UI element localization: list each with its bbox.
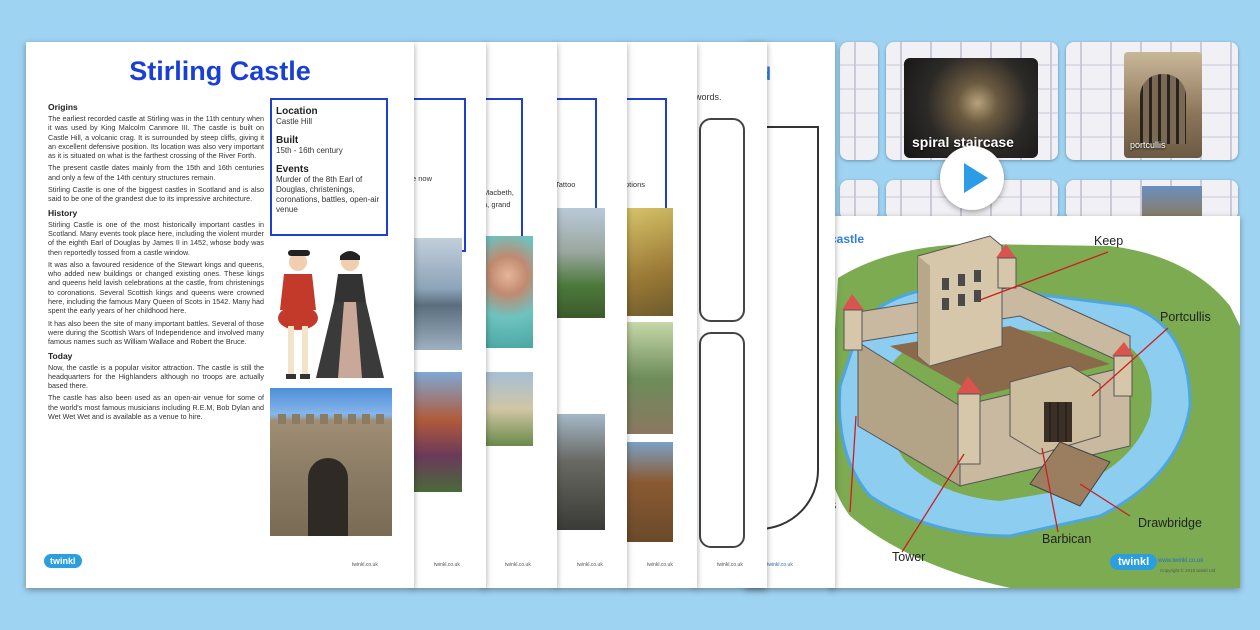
play-icon bbox=[964, 163, 988, 193]
photo-highland-cow bbox=[625, 442, 673, 542]
fact-sheet-1[interactable]: e now twinkl.co.uk bbox=[412, 42, 486, 588]
castle-gate-photo bbox=[270, 388, 392, 536]
thumbnail-castle-pattern-2[interactable] bbox=[840, 180, 878, 220]
origins-paragraph-2: The present castle dates mainly from the… bbox=[48, 163, 264, 182]
history-paragraph-3: It has also been the site of many import… bbox=[48, 318, 264, 347]
castle-diagram-sheet[interactable]: castle Keep Portcullis Draw bbox=[830, 216, 1240, 588]
sheet-footer-url-5: twinkl.co.uk bbox=[505, 562, 531, 568]
diagram-footer-url: www.twinkl.co.uk bbox=[1158, 558, 1204, 564]
photo-tree bbox=[625, 322, 673, 434]
sheet-footer-url-3: twinkl.co.uk bbox=[647, 562, 673, 568]
text-fragment-tattoo: Tattoo bbox=[555, 180, 576, 189]
sheet-footer-url: twinkl.co.uk bbox=[767, 562, 793, 568]
text-fragment-words: words. bbox=[695, 92, 722, 102]
main-text-column: Origins The earliest recorded castle at … bbox=[48, 98, 264, 424]
twinkl-logo-main: twinkl bbox=[44, 554, 82, 568]
heading-history: History bbox=[48, 207, 78, 218]
fact-sheet-4[interactable]: ptions twinkl.co.uk bbox=[625, 42, 697, 588]
today-paragraph-2: The castle has also been used as an open… bbox=[48, 393, 264, 422]
text-fragment-grand: h, grand bbox=[483, 200, 511, 209]
today-paragraph-1: Now, the castle is a popular visitor att… bbox=[48, 362, 264, 391]
stirling-castle-fact-sheet[interactable]: Stirling Castle Origins The earliest rec… bbox=[26, 42, 414, 588]
info-built-label: Built bbox=[276, 135, 299, 146]
photo-palace bbox=[483, 372, 533, 446]
origins-paragraph-3: Stirling Castle is one of the biggest ca… bbox=[48, 185, 264, 204]
heading-origins: Origins bbox=[48, 102, 78, 112]
photo-squirrel bbox=[625, 208, 673, 316]
photo-portrait bbox=[483, 236, 533, 348]
photo-loch bbox=[412, 238, 462, 350]
photo-castle-hill bbox=[555, 208, 605, 318]
fact-sheet-2[interactable]: Macbeth, h, grand twinkl.co.uk bbox=[483, 42, 557, 588]
label-drawbridge: Drawbridge bbox=[1138, 516, 1202, 530]
thumbnail-spiral-staircase[interactable]: spiral staircase bbox=[886, 42, 1058, 160]
info-box: Location Castle Hill Built 15th - 16th c… bbox=[270, 98, 388, 236]
sheet-footer-url-4: twinkl.co.uk bbox=[577, 562, 603, 568]
origins-paragraph-1: The earliest recorded castle at Stirling… bbox=[48, 114, 264, 161]
diagram-copyright: Copyright © 2010 twinkl Ltd bbox=[1160, 568, 1216, 573]
medieval-couple-illustration bbox=[278, 250, 384, 379]
thumbnail-label-portcullis: portcullis bbox=[1130, 140, 1166, 150]
sheet-footer-url-6: twinkl.co.uk bbox=[434, 562, 460, 568]
main-footer-url: twinkl.co.uk bbox=[352, 562, 378, 568]
twinkl-logo-diagram: twinkl bbox=[1110, 554, 1158, 570]
text-fragment-macbeth: Macbeth, bbox=[483, 188, 514, 197]
history-paragraph-2: It was also a favoured residence of the … bbox=[48, 259, 264, 316]
photo-cannon bbox=[555, 414, 605, 530]
heading-today: Today bbox=[48, 350, 73, 361]
page-title: Stirling Castle bbox=[129, 56, 311, 86]
sheet-footer-url-2: twinkl.co.uk bbox=[717, 562, 743, 568]
worksheet-write-boxes[interactable]: words. twinkl.co.uk bbox=[695, 42, 767, 588]
label-barbican: Barbican bbox=[1042, 532, 1092, 546]
info-events-value: Murder of the 8th Earl of Douglas, chris… bbox=[276, 175, 380, 214]
thumbnail-portcullis[interactable]: portcullis bbox=[1066, 42, 1238, 160]
photo-ruined-castle bbox=[412, 372, 462, 492]
thumbnail-castle-pattern-1[interactable] bbox=[840, 42, 878, 160]
info-built-value: 15th - 16th century bbox=[276, 146, 343, 155]
spiral-staircase-photo bbox=[904, 58, 1038, 158]
fact-sheet-3[interactable]: Tattoo twinkl.co.uk bbox=[555, 42, 627, 588]
history-paragraph-1: Stirling Castle is one of the most histo… bbox=[48, 219, 264, 257]
label-keep: Keep bbox=[1094, 234, 1124, 248]
write-box-1 bbox=[699, 118, 745, 322]
label-portcullis: Portcullis bbox=[1160, 310, 1211, 324]
play-button[interactable] bbox=[940, 146, 1004, 210]
info-location-label: Location bbox=[276, 106, 318, 117]
text-fragment-ptions: ptions bbox=[625, 180, 646, 189]
label-tower: Tower bbox=[892, 550, 926, 564]
portcullis-photo bbox=[1124, 52, 1202, 158]
text-fragment-now: e now bbox=[412, 174, 433, 183]
write-box-2 bbox=[699, 332, 745, 548]
info-location-value: Castle Hill bbox=[276, 117, 313, 126]
thumbnail-castle-pattern-4[interactable] bbox=[1066, 180, 1238, 220]
thumbnail-label-spiral: spiral staircase bbox=[912, 134, 1014, 150]
info-events-label: Events bbox=[276, 164, 309, 175]
castle-illustration bbox=[830, 235, 1240, 588]
diagram-title: castle bbox=[830, 232, 865, 246]
